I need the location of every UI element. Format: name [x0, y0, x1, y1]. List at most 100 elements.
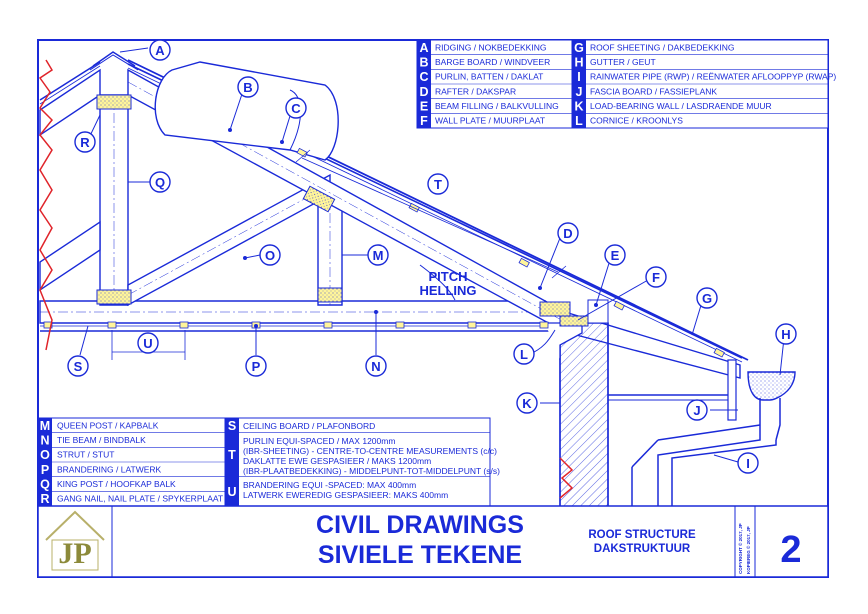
svg-text:J: J	[693, 403, 700, 418]
callout-D: D	[557, 222, 579, 244]
svg-text:L: L	[520, 347, 528, 362]
fascia-board	[727, 359, 737, 421]
nail-plate-strut	[302, 185, 336, 213]
callout-J: J	[686, 399, 708, 421]
legend-key-R: R	[40, 492, 49, 506]
callout-S: S	[67, 355, 89, 377]
svg-text:G: G	[702, 291, 712, 306]
legend-text-S: CEILING BOARD / PLAFONBORD	[243, 421, 375, 431]
legend-text-R: GANG NAIL, NAIL PLATE / SPYKERPLAAT	[57, 494, 223, 504]
legend-key-P: P	[41, 463, 49, 477]
copyright-line-1: COPYRIGHT © 2017, JP	[737, 523, 743, 574]
legend-text-K: LOAD-BEARING WALL / LASDRAENDE MUUR	[590, 101, 772, 111]
legend-text-F: WALL PLATE / MUURPLAAT	[435, 116, 545, 126]
callout-A: A	[149, 39, 171, 61]
legend-key-C: C	[419, 70, 428, 84]
legend-text-B: BARGE BOARD / WINDVEER	[435, 57, 550, 67]
nail-plate-bottom	[96, 289, 132, 305]
legend-text-T-2: (IBR-SHEETING) - CENTRE-TO-CENTRE MEASUR…	[243, 446, 497, 456]
callout-N: N	[365, 355, 387, 377]
svg-text:I: I	[746, 456, 750, 471]
copyright-line-2: KOPIEREG © 2017, JP	[745, 526, 751, 574]
legend-key-H: H	[574, 56, 583, 70]
callout-T: T	[427, 173, 449, 195]
sheet-number: 2	[780, 529, 801, 571]
legend-text-J: FASCIA BOARD / FASSIEPLANK	[590, 86, 717, 96]
callout-R: R	[74, 131, 96, 153]
legend-key-B: B	[419, 56, 428, 70]
pitch-label-1: PITCH	[429, 269, 468, 284]
callout-L: L	[513, 343, 535, 365]
legend-text-T-1: PURLIN EQUI-SPACED / MAX 1200mm	[243, 436, 395, 446]
legend-text-N: TIE BEAM / BINDBALK	[57, 435, 146, 445]
callout-C: C	[285, 97, 307, 119]
legend-key-J: J	[576, 85, 583, 99]
svg-text:O: O	[265, 248, 275, 263]
barge-board	[154, 61, 339, 161]
legend-key-M: M	[40, 419, 50, 433]
svg-text:U: U	[143, 336, 152, 351]
svg-text:N: N	[371, 359, 380, 374]
svg-text:S: S	[74, 359, 83, 374]
callout-H: H	[775, 323, 797, 345]
callout-G: G	[696, 287, 718, 309]
legend-text-G: ROOF SHEETING / DAKBEDEKKING	[590, 42, 735, 52]
roof-structure	[39, 51, 796, 568]
legend-text-L: CORNICE / KROONLYS	[590, 116, 683, 126]
nail-plate-queen	[317, 287, 343, 303]
callout-P: P	[245, 355, 267, 377]
logo-text: JP	[58, 537, 91, 570]
title-line-1: CIVIL DRAWINGS	[316, 511, 524, 539]
callout-E: E	[604, 244, 626, 266]
svg-text:R: R	[80, 135, 90, 150]
legend-key-A: A	[419, 41, 428, 55]
legend-text-H: GUTTER / GEUT	[590, 57, 656, 67]
legend-text-T-3: DAKLATTE EWE GESPASIEER / MAKS 1200mm	[243, 456, 431, 466]
legend-text-D: RAFTER / DAKSPAR	[435, 86, 516, 96]
subtitle-line-2: DAKSTRUKTUUR	[594, 543, 691, 555]
legend-text-M: QUEEN POST / KAPBALK	[57, 420, 159, 430]
beam-filling	[587, 299, 609, 324]
legend-text-T-4: (IBR-PLAATBEDEKKING) - MIDDELPUNT-TOT-MI…	[243, 466, 500, 476]
legend-key-G: G	[574, 41, 584, 55]
jp-logo: JP	[42, 510, 108, 573]
svg-text:E: E	[611, 248, 620, 263]
strut-left	[39, 220, 101, 292]
svg-text:B: B	[243, 80, 252, 95]
legend-text-C: PURLIN, BATTEN / DAKLAT	[435, 72, 543, 82]
nail-plates	[96, 94, 571, 317]
legend-text-O: STRUT / STUT	[57, 450, 114, 460]
svg-text:D: D	[563, 226, 572, 241]
callout-B: B	[237, 76, 259, 98]
svg-text:Q: Q	[155, 175, 165, 190]
nail-plate-heel	[539, 301, 571, 317]
svg-text:K: K	[522, 396, 532, 411]
pitch-label-2: HELLING	[419, 283, 476, 298]
svg-text:C: C	[291, 101, 301, 116]
legend-bottom: M QUEEN POST / KAPBALK N TIE BEAM / BINDBAL…	[37, 417, 500, 507]
legend-key-D: D	[419, 85, 428, 99]
legend-text-I: RAINWATER PIPE (RWP) / REËNWATER AFLOOPP…	[590, 72, 836, 82]
callout-Q: Q	[149, 171, 171, 193]
callout-M: M	[367, 244, 389, 266]
legend-text-A: RIDGING / NOKBEDEKKING	[435, 42, 546, 52]
legend-key-N: N	[40, 434, 49, 448]
subtitle-line-1: ROOF STRUCTURE	[588, 529, 696, 541]
title-line-2: SIVIELE TEKENE	[318, 541, 522, 569]
legend-key-L: L	[575, 114, 583, 128]
legend-text-U-2: LATWERK EWEREDIG GESPASIEER: MAKS 400mm	[243, 490, 448, 500]
wall-plate	[559, 315, 589, 327]
nail-plate-top	[96, 94, 132, 110]
legend-key-U: U	[227, 485, 236, 499]
svg-text:H: H	[781, 327, 790, 342]
break-line-left	[38, 59, 54, 351]
svg-text:T: T	[434, 177, 442, 192]
legend-key-F: F	[420, 114, 428, 128]
svg-text:P: P	[252, 359, 261, 374]
legend-key-S: S	[228, 419, 236, 433]
callout-K: K	[516, 392, 538, 414]
callout-O: O	[259, 244, 281, 266]
rafter-left	[39, 68, 101, 137]
legend-key-O: O	[40, 448, 50, 462]
